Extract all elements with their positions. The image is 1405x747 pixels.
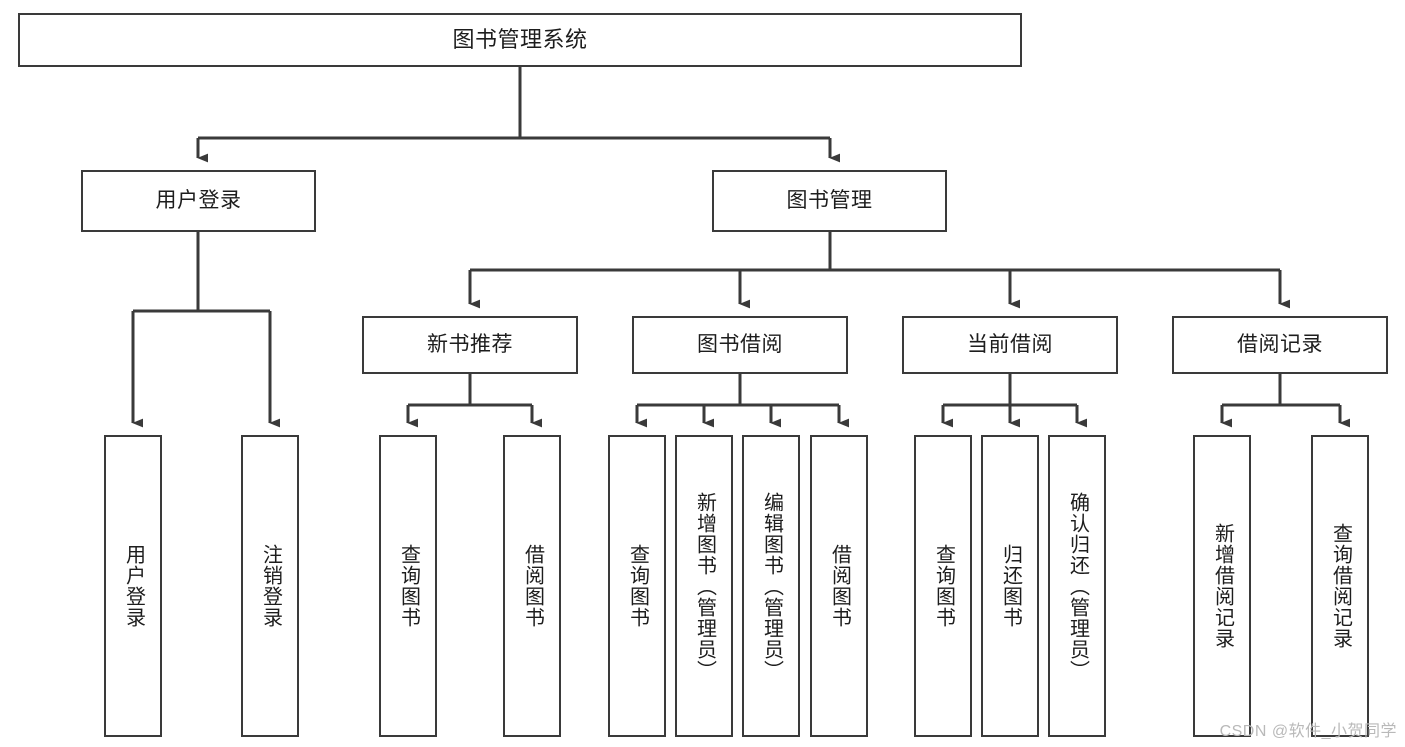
node-user-login-label: 用户登录 bbox=[155, 189, 242, 213]
leaf-user-login-label: 用户登录 bbox=[122, 544, 145, 628]
leaf-query-record-label: 查询借阅记录 bbox=[1329, 523, 1352, 649]
leaf-logout-login-label: 注销登录 bbox=[259, 544, 282, 628]
node-borrow-record[interactable]: 借阅记录 bbox=[1172, 316, 1388, 374]
leaf-query-book-2[interactable]: 查询图书 bbox=[608, 435, 666, 737]
leaf-return-book-label: 归还图书 bbox=[999, 544, 1022, 628]
node-root[interactable]: 图书管理系统 bbox=[18, 13, 1022, 67]
leaf-borrow-book-1-label: 借阅图书 bbox=[521, 544, 544, 628]
node-root-label: 图书管理系统 bbox=[452, 26, 588, 52]
node-book-management[interactable]: 图书管理 bbox=[712, 170, 947, 232]
leaf-query-book-2-label: 查询图书 bbox=[626, 544, 649, 628]
node-current-borrow-label: 当前借阅 bbox=[967, 333, 1053, 357]
leaf-query-record[interactable]: 查询借阅记录 bbox=[1311, 435, 1369, 737]
leaf-logout-login[interactable]: 注销登录 bbox=[241, 435, 299, 737]
leaf-add-book[interactable]: 新增图书（管理员） bbox=[675, 435, 733, 737]
leaf-query-book-1[interactable]: 查询图书 bbox=[379, 435, 437, 737]
leaf-edit-book[interactable]: 编辑图书（管理员） bbox=[742, 435, 800, 737]
leaf-user-login[interactable]: 用户登录 bbox=[104, 435, 162, 737]
leaf-edit-book-label: 编辑图书（管理员） bbox=[760, 491, 783, 681]
leaf-query-book-1-label: 查询图书 bbox=[397, 544, 420, 628]
node-borrow-record-label: 借阅记录 bbox=[1237, 333, 1323, 357]
leaf-query-book-3-label: 查询图书 bbox=[932, 544, 955, 628]
leaf-confirm-return-label: 确认归还（管理员） bbox=[1066, 491, 1089, 681]
leaf-borrow-book-1[interactable]: 借阅图书 bbox=[503, 435, 561, 737]
leaf-add-record[interactable]: 新增借阅记录 bbox=[1193, 435, 1251, 737]
node-book-management-label: 图书管理 bbox=[786, 189, 873, 213]
node-current-borrow[interactable]: 当前借阅 bbox=[902, 316, 1118, 374]
node-book-borrow[interactable]: 图书借阅 bbox=[632, 316, 848, 374]
node-book-borrow-label: 图书借阅 bbox=[697, 333, 783, 357]
leaf-borrow-book-2[interactable]: 借阅图书 bbox=[810, 435, 868, 737]
node-new-book-recommend-label: 新书推荐 bbox=[427, 333, 513, 357]
leaf-add-record-label: 新增借阅记录 bbox=[1211, 523, 1234, 649]
leaf-add-book-label: 新增图书（管理员） bbox=[693, 491, 716, 681]
node-user-login[interactable]: 用户登录 bbox=[81, 170, 316, 232]
leaf-query-book-3[interactable]: 查询图书 bbox=[914, 435, 972, 737]
leaf-confirm-return[interactable]: 确认归还（管理员） bbox=[1048, 435, 1106, 737]
leaf-return-book[interactable]: 归还图书 bbox=[981, 435, 1039, 737]
leaf-borrow-book-2-label: 借阅图书 bbox=[828, 544, 851, 628]
node-new-book-recommend[interactable]: 新书推荐 bbox=[362, 316, 578, 374]
